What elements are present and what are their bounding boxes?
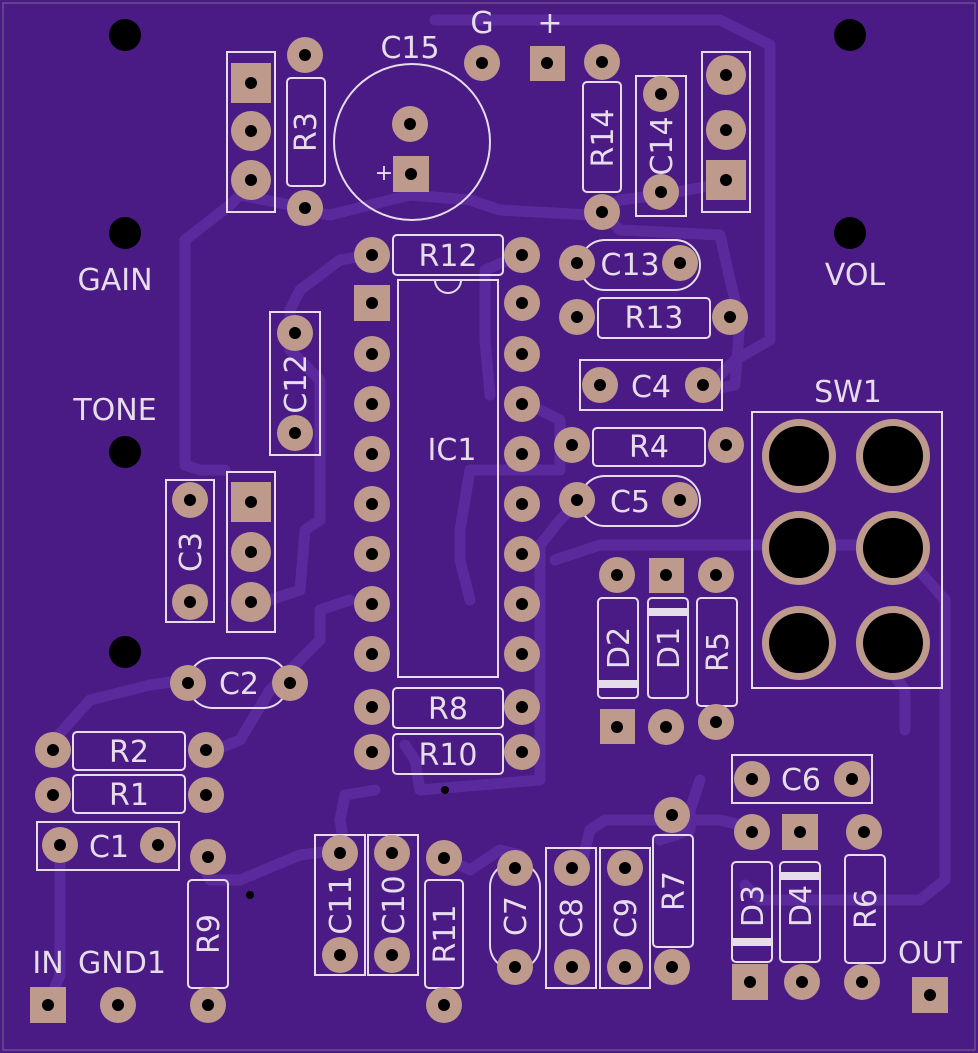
label-c5: C5 (610, 485, 650, 520)
label-gnd1: GND1 (78, 946, 166, 981)
pot-hole-gain (109, 217, 141, 249)
label-c3: C3 (174, 532, 209, 572)
copper-traces (39, 14, 951, 1006)
pot-hole-tone (109, 436, 141, 468)
silkscreen-outlines (36, 51, 943, 989)
label-c1: C1 (89, 830, 129, 865)
label-c11: C11 (324, 875, 359, 934)
label-c4: C4 (631, 370, 671, 405)
label-g: G (470, 6, 493, 41)
silkscreen-labels-vertical: R3 R14 C14 C12 C3 D2 D1 R5 R9 C11 C10 R1… (174, 108, 884, 963)
label-c15-polarity: + (375, 161, 393, 186)
label-tone: TONE (72, 393, 156, 428)
label-d4: D4 (784, 885, 819, 927)
label-r3: R3 (289, 112, 324, 152)
drill-holes (42, 49, 936, 1011)
label-out: OUT (898, 936, 963, 971)
label-r6: R6 (849, 889, 884, 929)
label-r8: R8 (428, 692, 468, 727)
label-c7: C7 (499, 896, 534, 936)
label-d2: D2 (602, 627, 637, 669)
label-c12: C12 (279, 354, 314, 413)
label-c13: C13 (600, 248, 659, 283)
diode-bands (598, 608, 820, 946)
mount-hole-top-left (109, 19, 141, 51)
label-r2: R2 (109, 735, 149, 770)
mount-hole-top-right (834, 19, 866, 51)
c15-outline (333, 63, 491, 221)
label-r13: R13 (624, 301, 683, 336)
label-plus: + (537, 6, 562, 41)
label-c14: C14 (645, 116, 680, 175)
label-r5: R5 (701, 632, 736, 672)
label-r7: R7 (657, 871, 692, 911)
mounting-holes (109, 19, 866, 899)
label-vol: VOL (825, 258, 886, 293)
pot-hole-vol (834, 217, 866, 249)
silkscreen-labels: G + C15 + GAIN VOL TONE SW1 IC1 R12 C13 … (32, 6, 962, 981)
label-r9: R9 (192, 914, 227, 954)
label-r4: R4 (629, 430, 669, 465)
label-gain: GAIN (77, 263, 152, 298)
label-c9: C9 (609, 898, 644, 938)
label-c6: C6 (781, 763, 821, 798)
via-1 (441, 786, 449, 794)
label-ic1: IC1 (428, 433, 477, 468)
label-r11: R11 (428, 904, 463, 963)
via-2 (246, 891, 254, 899)
label-d1: D1 (652, 627, 687, 669)
label-r1: R1 (109, 778, 149, 813)
label-r12: R12 (418, 239, 477, 274)
label-c8: C8 (555, 898, 590, 938)
pot-hole-lower-left (109, 636, 141, 668)
label-d3: D3 (736, 885, 771, 927)
label-c15: C15 (380, 31, 439, 66)
label-sw1: SW1 (814, 375, 882, 410)
label-c2: C2 (219, 667, 259, 702)
label-c10: C10 (377, 875, 412, 934)
label-r14: R14 (586, 108, 621, 167)
label-r10: R10 (418, 738, 477, 773)
label-in: IN (32, 946, 63, 981)
